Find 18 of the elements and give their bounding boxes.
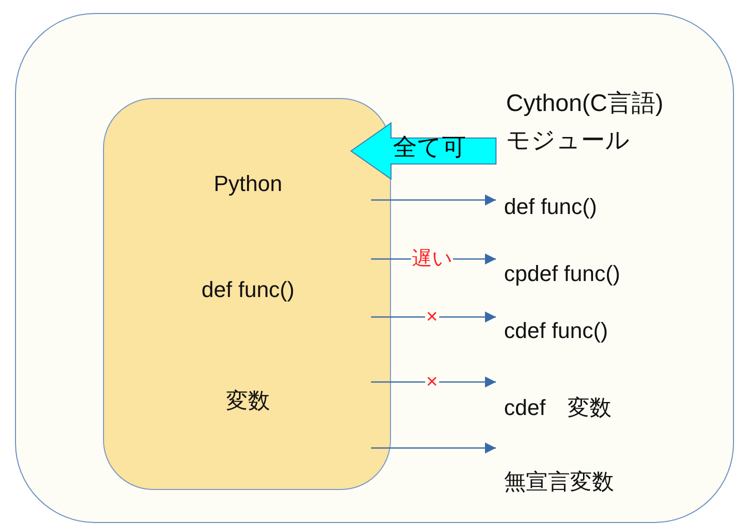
box-text: Python — [212, 171, 284, 197]
arrow — [371, 376, 496, 388]
item-text: cdef 変数 — [504, 393, 612, 423]
item-text: 無宣言変数 — [504, 467, 614, 497]
item-text: cdef func() — [504, 318, 608, 344]
item-text: cpdef func() — [504, 261, 620, 287]
arrow — [371, 194, 496, 206]
module-panel — [15, 13, 734, 523]
block-arrow — [350, 122, 496, 180]
edge-label: 遅い — [411, 249, 453, 269]
arrow — [371, 442, 496, 454]
python-box — [103, 98, 391, 490]
arrow — [371, 312, 496, 322]
box-text: def func() — [200, 277, 296, 303]
item-text: def func() — [504, 194, 597, 220]
module-title: Cython(C言語) モジュール — [506, 89, 664, 156]
arrow-label: 全て可 — [393, 136, 466, 160]
box-text: 変数 — [225, 387, 271, 415]
